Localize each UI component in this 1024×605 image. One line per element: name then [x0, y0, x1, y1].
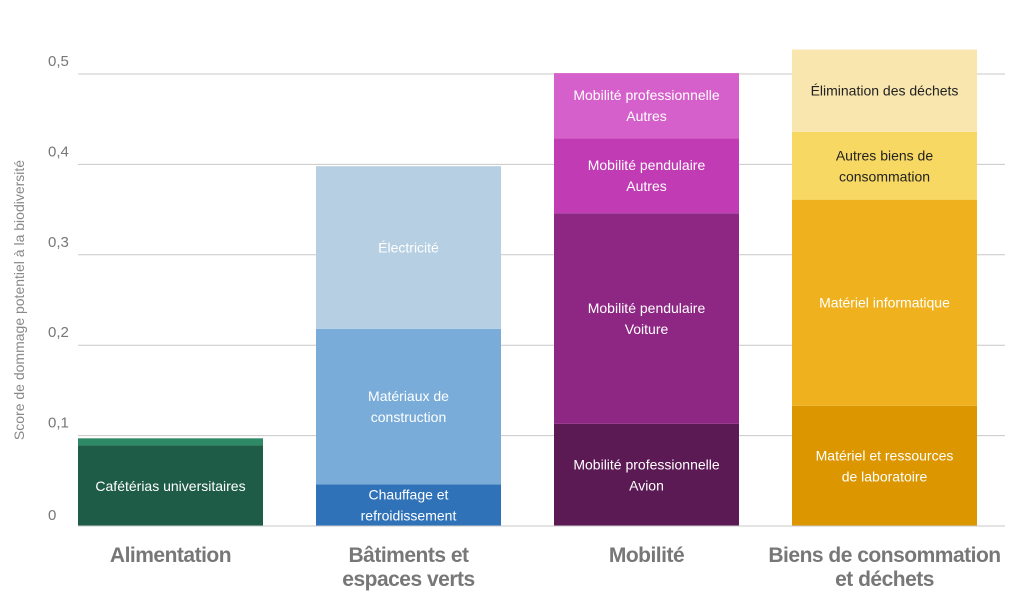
x-category-label: Bâtiments et: [348, 544, 469, 567]
bar-segment: [554, 73, 739, 139]
segment-label: Chauffage et: [369, 487, 449, 503]
y-tick-label: 0,3: [48, 234, 69, 251]
segment-label: Avion: [629, 477, 664, 493]
segment-label: refroidissement: [361, 508, 457, 524]
bar-segment: [792, 49, 977, 132]
bar-segment: [78, 438, 263, 446]
bar-segment: [554, 138, 739, 214]
bar-segment: [792, 131, 977, 200]
segment-label: Électricité: [378, 240, 439, 256]
x-category-label: espaces verts: [342, 568, 474, 591]
bar-segment: [316, 166, 501, 329]
x-category-label: Alimentation: [110, 544, 231, 567]
segment-label: Mobilité professionnelle: [573, 456, 720, 472]
bar-segment: [792, 199, 977, 406]
y-tick-label: 0,4: [48, 143, 69, 160]
bar-segment: [792, 405, 977, 526]
segment-label: Mobilité professionnelle: [573, 87, 720, 103]
x-category-label: Mobilité: [609, 544, 684, 567]
bar-segment: [316, 484, 501, 526]
segment-label: Matériaux de: [368, 388, 449, 404]
segment-label: Cafétérias universitaires: [95, 478, 245, 494]
segment-label: Autres: [626, 108, 666, 124]
segment-label: Autres: [626, 178, 666, 194]
bar-segment: [554, 213, 739, 424]
bar-segment: [316, 328, 501, 485]
x-category-label: et déchets: [835, 568, 934, 591]
segment-label: Élimination des déchets: [811, 83, 959, 99]
segment-label: Mobilité pendulaire: [588, 157, 706, 173]
y-tick-label: 0,1: [48, 415, 69, 432]
segment-label: Matériel informatique: [819, 295, 950, 311]
y-tick-label: 0: [48, 507, 56, 524]
y-tick-label: 0,5: [48, 53, 69, 70]
y-axis-label: Score de dommage potentiel à la biodiver…: [11, 160, 27, 440]
segment-label: Mobilité pendulaire: [588, 300, 706, 316]
segment-label: Autres biens de: [836, 147, 933, 163]
segment-label: Matériel et ressources: [816, 447, 954, 463]
segment-label: consommation: [839, 168, 930, 184]
y-tick-label: 0,2: [48, 324, 69, 341]
segment-label: Voiture: [625, 321, 669, 337]
segment-label: construction: [371, 409, 446, 425]
bar-segment: [554, 423, 739, 526]
x-category-label: Biens de consommation: [768, 544, 1000, 567]
bar-segment: [78, 445, 263, 526]
segment-label: de laboratoire: [842, 468, 928, 484]
